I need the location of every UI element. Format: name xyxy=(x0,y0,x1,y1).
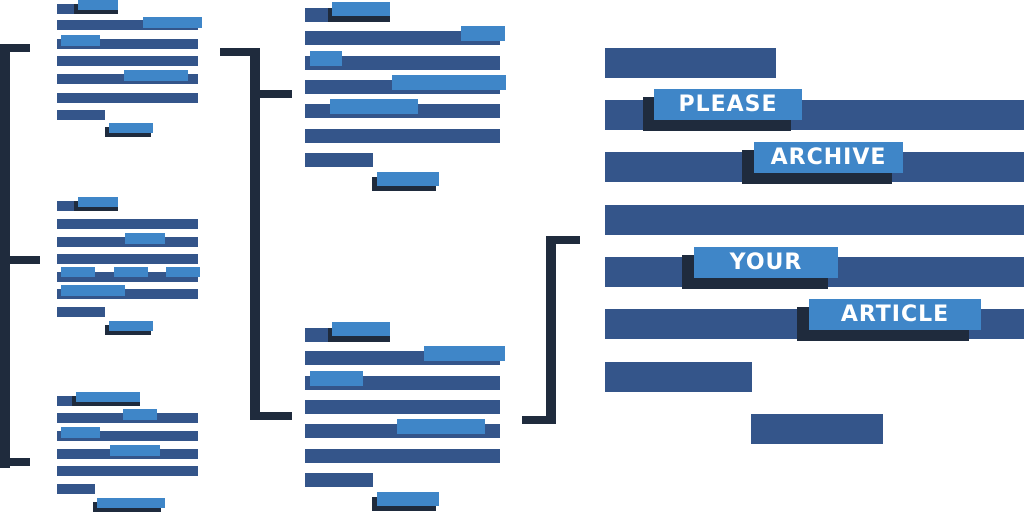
text-line xyxy=(57,466,198,476)
highlight-bar xyxy=(377,492,439,506)
highlight-bar xyxy=(78,0,118,10)
text-line xyxy=(605,362,752,392)
text-line xyxy=(57,56,198,66)
highlight-bar xyxy=(143,17,202,28)
highlight-bar xyxy=(424,346,505,361)
text-line xyxy=(57,93,198,103)
text-line xyxy=(57,396,77,406)
text-line xyxy=(57,307,105,317)
highlight-bar xyxy=(332,2,390,16)
highlight-bar xyxy=(123,409,157,420)
text-line xyxy=(57,484,95,494)
highlight-bar xyxy=(114,267,148,277)
highlight-bar xyxy=(109,123,153,133)
bracket-segment xyxy=(0,44,30,52)
text-line xyxy=(57,254,198,264)
text-line xyxy=(57,219,198,229)
word-please: PLEASE xyxy=(678,92,778,117)
highlight-bar xyxy=(392,75,506,90)
word-your: YOUR xyxy=(729,250,803,275)
highlight-bar xyxy=(461,26,505,41)
highlight-word-article: ARTICLE xyxy=(809,299,981,330)
highlight-bar xyxy=(97,498,165,508)
text-line xyxy=(305,31,500,45)
bracket-segment xyxy=(0,256,40,264)
highlight-word-please: PLEASE xyxy=(654,89,802,120)
word-archive: ARCHIVE xyxy=(770,145,887,170)
highlight-bar xyxy=(310,51,342,66)
text-line xyxy=(57,20,198,30)
highlight-bar xyxy=(76,392,140,402)
bracket-segment xyxy=(250,412,292,420)
highlight-bar xyxy=(330,99,418,114)
text-line xyxy=(57,39,198,49)
text-line xyxy=(305,449,500,463)
text-line xyxy=(57,110,105,120)
text-line xyxy=(57,272,198,282)
highlight-word-your: YOUR xyxy=(694,247,838,278)
text-line xyxy=(57,4,77,14)
text-line xyxy=(305,400,500,414)
text-line xyxy=(305,328,333,342)
highlight-bar xyxy=(397,419,485,434)
highlight-bar xyxy=(61,35,100,46)
highlight-bar xyxy=(125,233,165,244)
highlight-bar xyxy=(78,197,118,207)
text-line xyxy=(605,48,776,78)
text-line xyxy=(57,201,77,211)
bracket-segment xyxy=(546,236,556,424)
text-line xyxy=(305,8,333,22)
bracket-segment xyxy=(250,90,292,98)
text-line xyxy=(57,289,198,299)
highlight-bar xyxy=(310,371,363,386)
text-line xyxy=(57,431,198,441)
bracket-segment xyxy=(250,48,260,420)
highlight-word-archive: ARCHIVE xyxy=(754,142,903,173)
text-line xyxy=(605,205,1024,235)
bracket-segment xyxy=(0,458,30,466)
highlight-bar xyxy=(110,445,160,456)
highlight-bar xyxy=(61,267,95,277)
text-line xyxy=(305,56,500,70)
bracket-segment xyxy=(220,48,260,56)
highlight-bar xyxy=(109,321,153,331)
highlight-bar xyxy=(61,427,100,438)
word-article: ARTICLE xyxy=(840,302,950,327)
bracket-segment xyxy=(546,236,580,244)
text-line xyxy=(305,129,500,143)
highlight-bar xyxy=(124,70,188,81)
text-line xyxy=(305,473,373,487)
highlight-bar xyxy=(166,267,200,277)
highlight-bar xyxy=(332,322,390,336)
highlight-bar xyxy=(377,172,439,186)
text-line xyxy=(751,414,883,444)
text-line xyxy=(305,153,373,167)
bracket-segment xyxy=(522,416,556,424)
highlight-bar xyxy=(61,285,125,296)
